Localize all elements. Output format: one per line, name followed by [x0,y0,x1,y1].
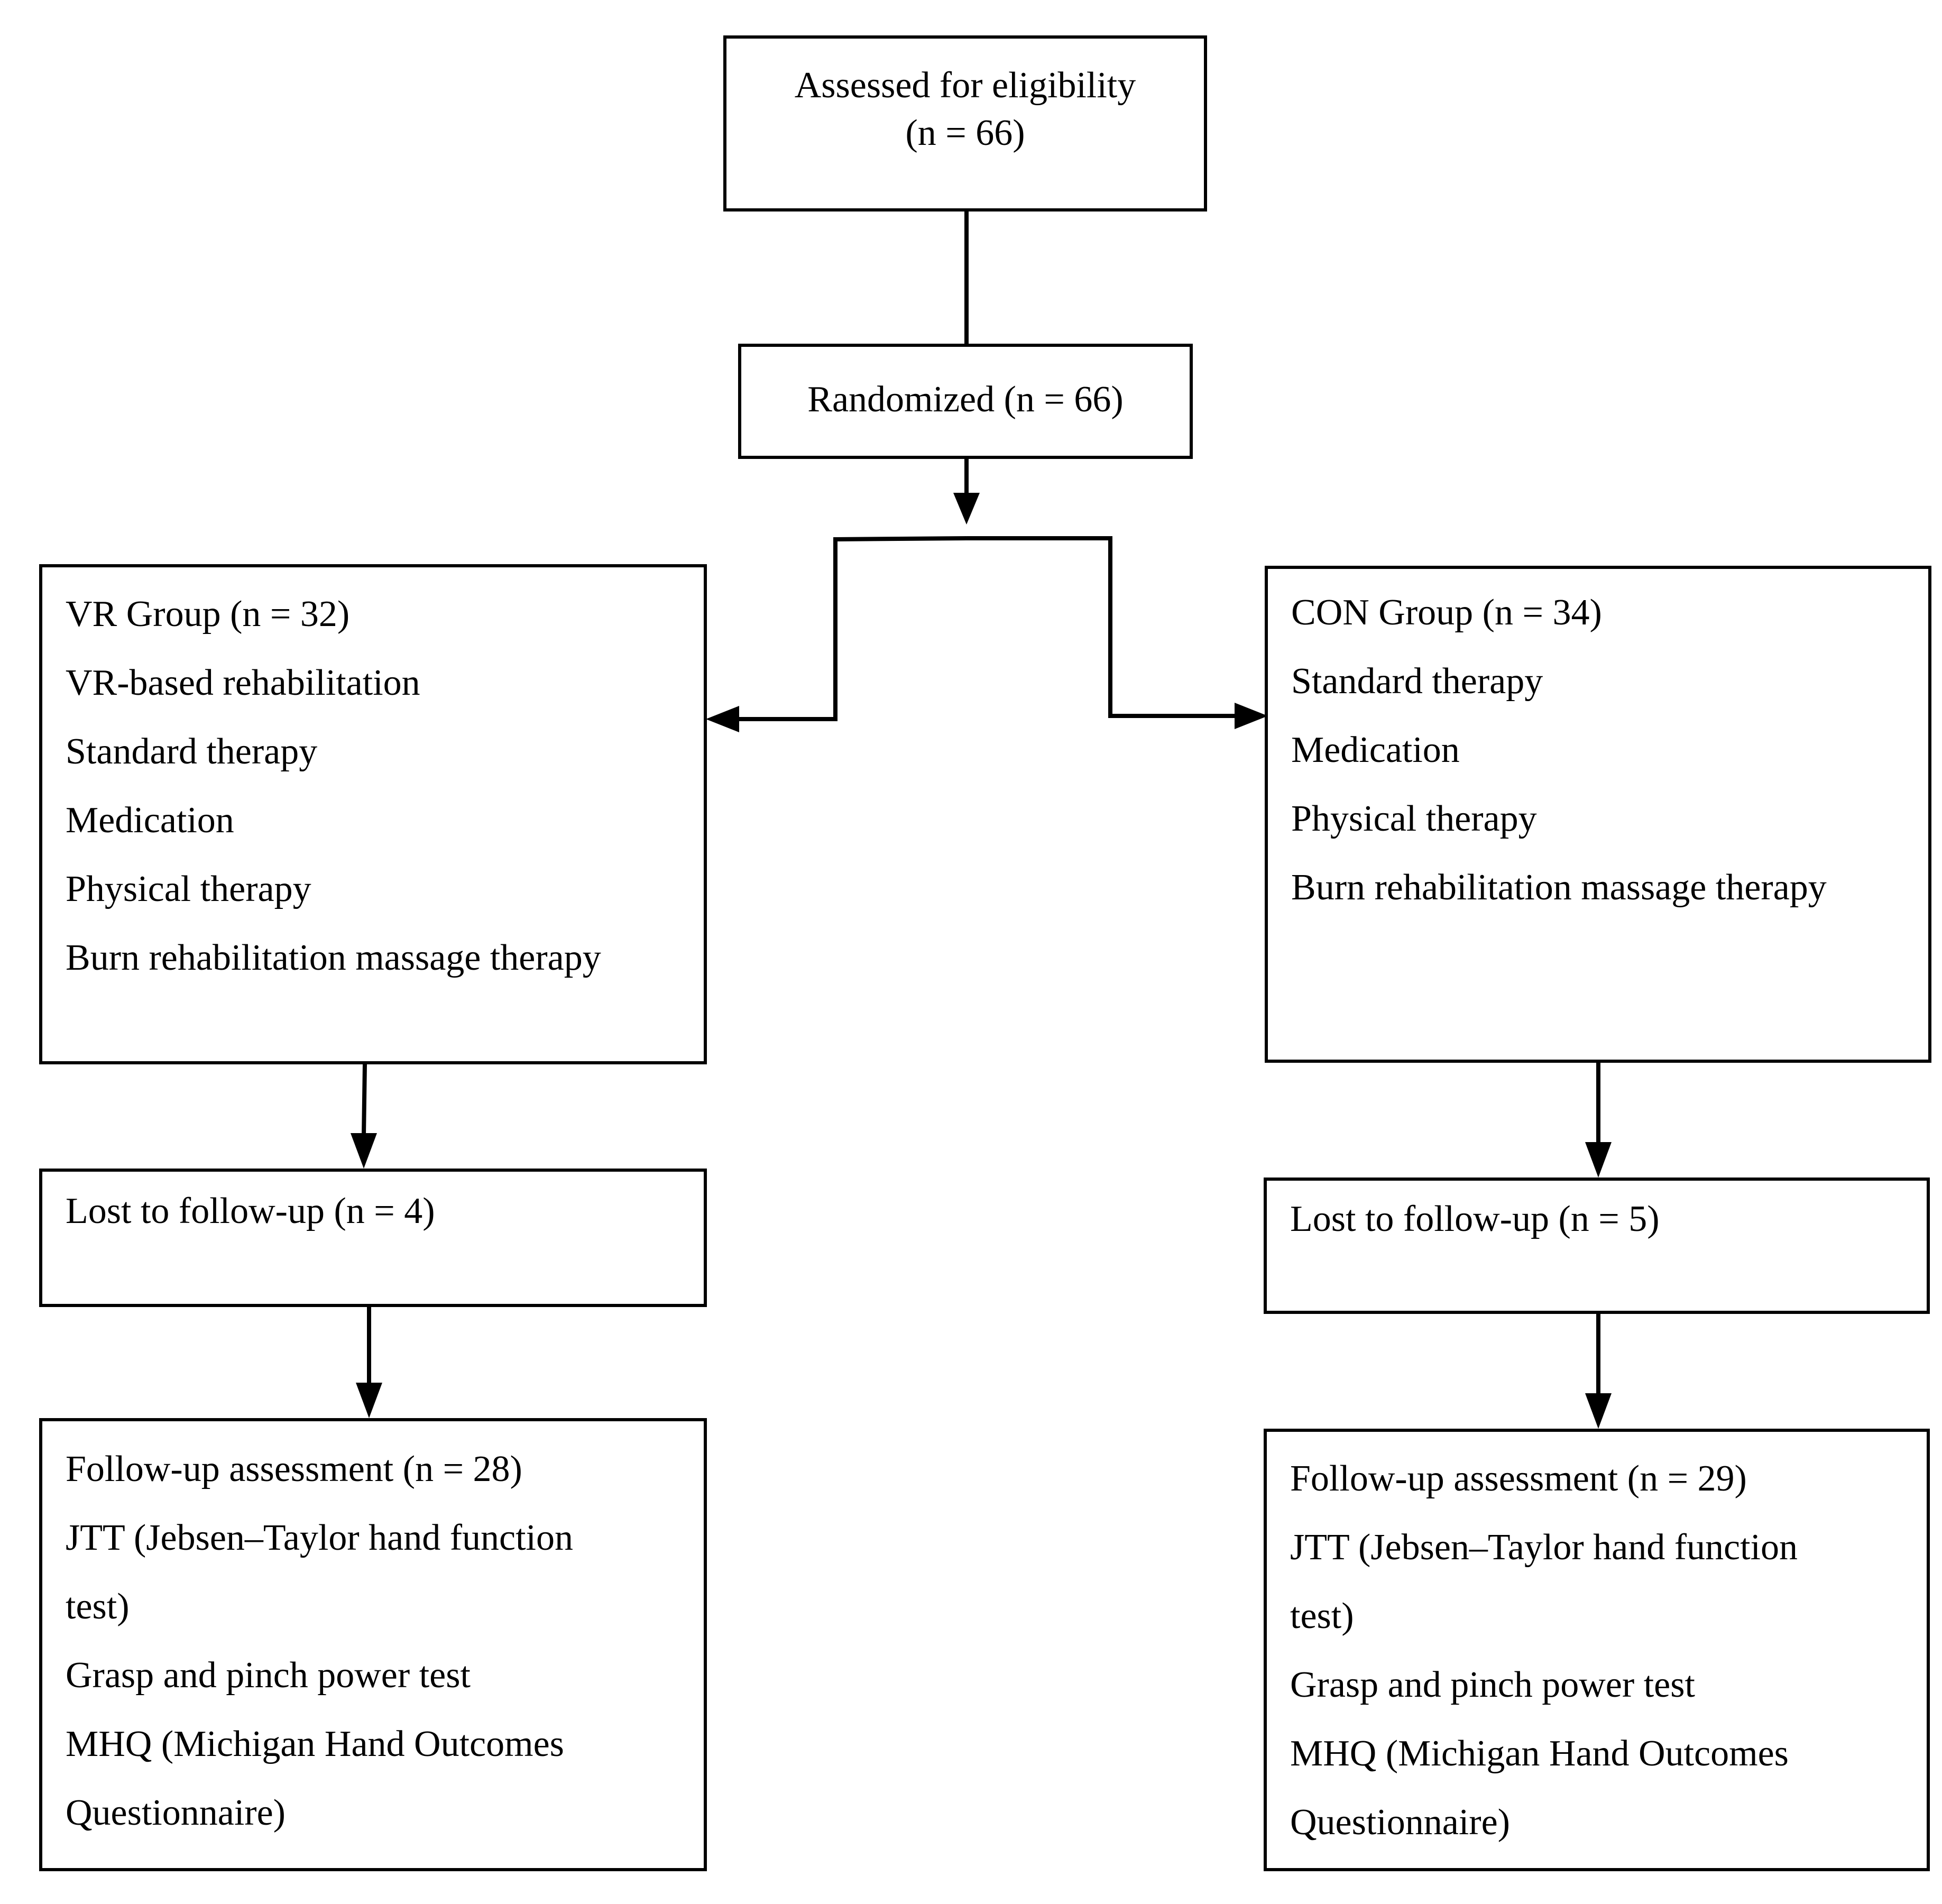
vr-group-title: VR Group (n = 32) [66,594,350,634]
arrowhead-con-group [1235,703,1268,729]
con-item-massage-therapy: Burn rehabilitation massage therapy [1291,867,1827,908]
arrowhead-con-followup [1585,1393,1612,1429]
con-followup-grasp: Grasp and pinch power test [1290,1664,1695,1705]
vr-item-vr-rehab: VR-based rehabilitation [66,663,420,703]
con-followup-box: Follow-up assessment (n = 29) JTT (Jebse… [1264,1429,1930,1871]
connector-vr-to-lost [362,1064,367,1136]
vr-followup-mhq-cont: Questionnaire) [66,1792,286,1833]
vr-followup-title: Follow-up assessment (n = 28) [66,1449,522,1489]
con-item-standard-therapy: Standard therapy [1291,661,1543,702]
vr-followup-grasp: Grasp and pinch power test [66,1655,471,1696]
arrowhead-randomized [953,493,980,525]
vr-followup-jtt-cont: test) [66,1586,130,1627]
vr-followup-jtt: JTT (Jebsen–Taylor hand function [66,1517,573,1558]
con-group-box: CON Group (n = 34) Standard therapy Medi… [1265,566,1931,1063]
arrowhead-vr-group [706,706,739,732]
con-followup-jtt-cont: test) [1290,1596,1354,1636]
con-lost-box: Lost to follow-up (n = 5) [1264,1178,1930,1314]
con-followup-jtt: JTT (Jebsen–Taylor hand function [1290,1527,1798,1568]
vr-lost-box: Lost to follow-up (n = 4) [39,1169,707,1307]
con-item-physical-therapy: Physical therapy [1291,798,1537,839]
con-lost-label: Lost to follow-up (n = 5) [1290,1199,1660,1239]
assessed-label: Assessed for eligibility [794,65,1136,106]
connector-split-left [735,536,967,721]
con-followup-mhq-cont: Questionnaire) [1290,1802,1510,1843]
randomized-label: Randomized (n = 66) [807,379,1124,420]
vr-followup-mhq: MHQ (Michigan Hand Outcomes [66,1724,564,1764]
vr-followup-box: Follow-up assessment (n = 28) JTT (Jebse… [39,1418,707,1871]
vr-item-physical-therapy: Physical therapy [66,869,311,909]
randomized-box: Randomized (n = 66) [738,344,1193,459]
vr-lost-label: Lost to follow-up (n = 4) [66,1191,435,1231]
assessed-count: (n = 66) [905,113,1025,153]
vr-group-box: VR Group (n = 32) VR-based rehabilitatio… [39,564,707,1064]
con-followup-mhq: MHQ (Michigan Hand Outcomes [1290,1733,1789,1774]
con-group-title: CON Group (n = 34) [1291,592,1602,633]
assessed-box: Assessed for eligibility (n = 66) [723,35,1207,211]
arrowhead-vr-lost [351,1133,377,1169]
vr-item-massage-therapy: Burn rehabilitation massage therapy [66,937,601,978]
vr-item-standard-therapy: Standard therapy [66,731,318,772]
con-item-medication: Medication [1291,730,1460,770]
con-followup-title: Follow-up assessment (n = 29) [1290,1458,1747,1499]
vr-item-medication: Medication [66,800,234,841]
arrowhead-vr-followup [356,1383,382,1418]
arrowhead-con-lost [1585,1142,1612,1178]
connector-split-right [967,536,1237,718]
